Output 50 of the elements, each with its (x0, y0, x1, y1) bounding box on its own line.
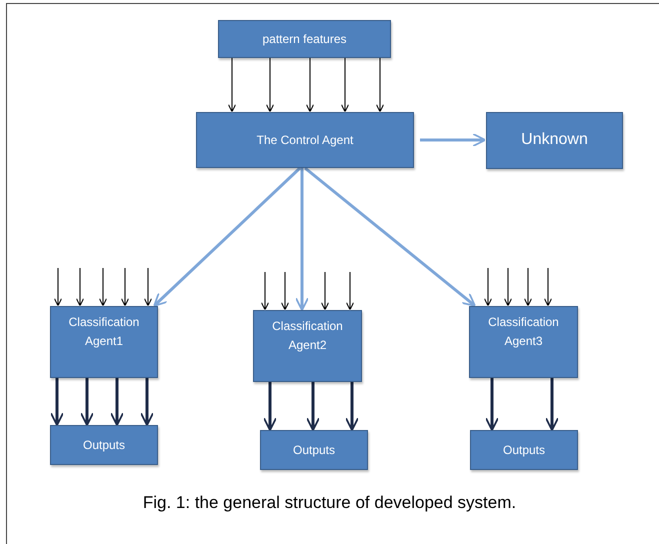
arrow (98, 268, 108, 306)
arrow (295, 168, 309, 312)
arrow (266, 58, 274, 112)
arrow (306, 58, 314, 112)
arrow (80, 378, 94, 426)
arrow (153, 166, 302, 307)
box-label: Outputs (292, 442, 336, 459)
arrow (485, 378, 499, 432)
arrow (345, 382, 359, 432)
process-box (470, 430, 578, 470)
arrow (504, 268, 512, 306)
process-box (253, 310, 362, 382)
arrow (484, 268, 492, 306)
arrow (260, 272, 270, 310)
process-box (260, 430, 368, 470)
arrow (544, 268, 552, 306)
process-box (50, 306, 158, 378)
process-box (218, 20, 391, 58)
box-label: Classification Agent3 (487, 314, 560, 350)
arrow (320, 272, 330, 310)
figure-caption: Fig. 1: the general structure of developed system. (142, 493, 518, 513)
arrow (346, 272, 354, 310)
box-label: Outputs (502, 442, 546, 459)
arrow (76, 268, 84, 306)
arrow (144, 268, 152, 306)
arrow (340, 58, 350, 112)
process-box (50, 425, 158, 465)
arrow (110, 378, 124, 426)
box-label: pattern features (262, 30, 347, 48)
box-label: The Control Agent (256, 132, 354, 149)
arrow (54, 268, 62, 306)
arrow (376, 58, 384, 112)
arrow (524, 268, 532, 306)
arrow (228, 58, 236, 112)
arrow (304, 166, 476, 307)
arrow (50, 378, 64, 426)
arrow (263, 382, 277, 432)
process-box (469, 306, 578, 378)
arrow (545, 378, 559, 432)
arrow (420, 133, 486, 147)
process-box (486, 112, 623, 169)
process-box (196, 112, 414, 168)
arrow (306, 382, 320, 432)
box-label: Classification Agent1 (68, 314, 140, 350)
arrow (120, 268, 130, 306)
arrow (280, 272, 290, 310)
box-label: Unknown (521, 130, 588, 150)
box-label: Outputs (82, 436, 126, 454)
box-label: Classification Agent2 (271, 318, 344, 354)
arrow (140, 378, 154, 426)
